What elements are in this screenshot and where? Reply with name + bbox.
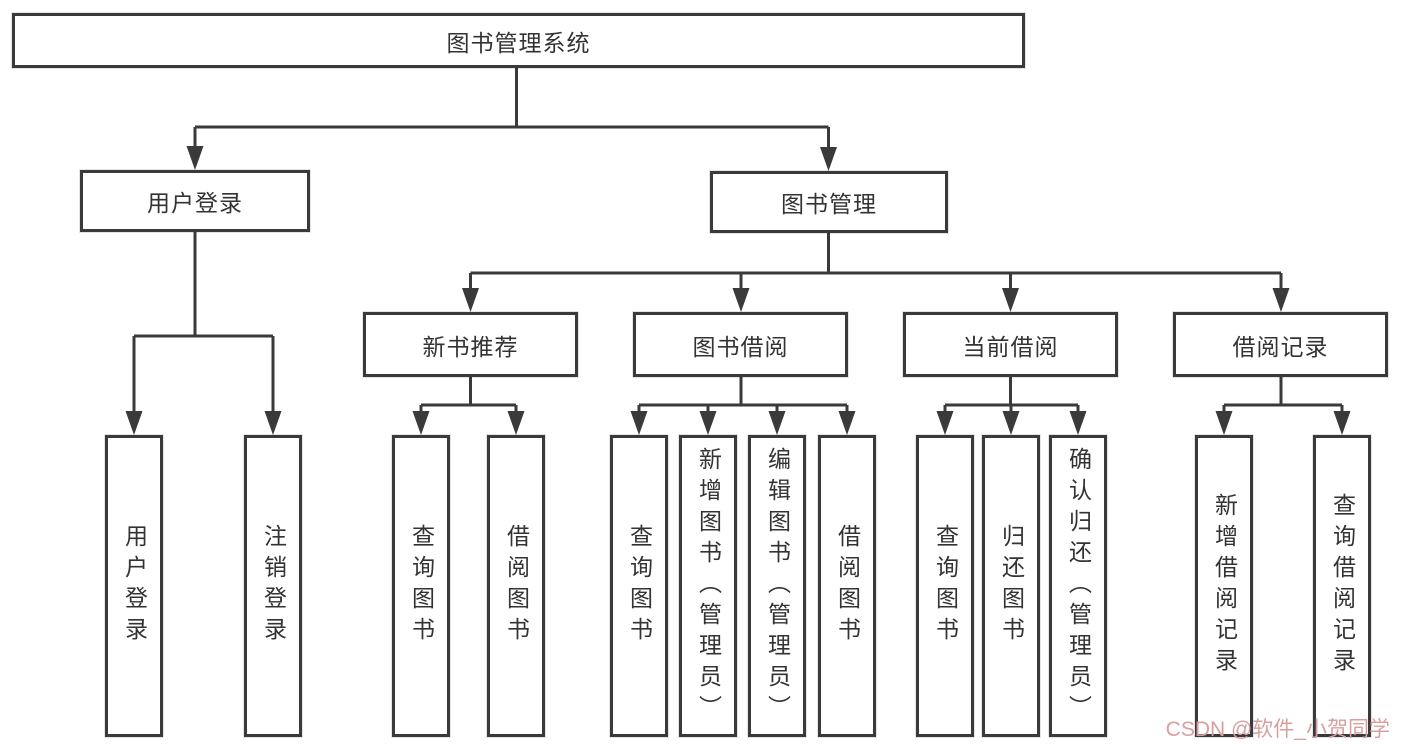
node-label: 查询借阅记录 — [1329, 493, 1356, 679]
connector-book-borrow-children — [630, 377, 856, 435]
leaf-query-borrow-record: 查询借阅记录 — [1313, 435, 1371, 737]
node-label: 新增借阅记录 — [1211, 493, 1238, 679]
leaf-query-books-recommend: 查询图书 — [392, 435, 450, 737]
connector-borrow-records-children — [1215, 377, 1351, 435]
leaf-logout: 注销登录 — [244, 435, 302, 737]
connector-root-to-level2 — [186, 68, 837, 171]
connector-user-login-children — [125, 232, 282, 435]
leaf-query-books-borrow: 查询图书 — [610, 435, 668, 737]
node-label: 归还图书 — [998, 524, 1025, 648]
node-label: 编辑图书（管理员） — [764, 446, 791, 726]
leaf-add-borrow-record: 新增借阅记录 — [1195, 435, 1253, 737]
node-library-system: 图书管理系统 — [12, 13, 1025, 68]
node-label: 查询图书 — [408, 524, 435, 648]
node-book-management: 图书管理 — [710, 171, 948, 233]
leaf-add-book-admin: 新增图书（管理员） — [679, 435, 737, 737]
connector-book-management-children — [462, 233, 1290, 312]
connector-current-borrow-children — [936, 377, 1087, 435]
node-label: 借阅记录 — [1232, 333, 1329, 360]
node-label: 借阅图书 — [503, 524, 530, 648]
node-label: 新增图书（管理员） — [695, 446, 722, 726]
node-label: 确认归还（管理员） — [1065, 446, 1092, 726]
leaf-query-books-current: 查询图书 — [916, 435, 974, 737]
node-user-login: 用户登录 — [80, 170, 310, 232]
watermark: CSDN @软件_小贺同学 — [1165, 718, 1390, 741]
node-label: 图书管理 — [781, 191, 877, 217]
node-label: 查询图书 — [626, 524, 653, 648]
leaf-borrow-books: 借阅图书 — [818, 435, 876, 737]
node-label: 借阅图书 — [834, 524, 861, 648]
leaf-edit-book-admin: 编辑图书（管理员） — [748, 435, 806, 737]
leaf-borrow-books-recommend: 借阅图书 — [487, 435, 545, 737]
node-label: 注销登录 — [260, 524, 287, 648]
leaf-return-book: 归还图书 — [982, 435, 1040, 737]
node-borrow-records: 借阅记录 — [1173, 312, 1388, 377]
node-label: 新书推荐 — [422, 333, 519, 360]
node-current-borrow: 当前借阅 — [903, 312, 1118, 377]
node-book-borrow: 图书借阅 — [633, 312, 848, 377]
node-label: 用户登录 — [147, 190, 243, 216]
node-label: 查询图书 — [932, 524, 959, 648]
node-label: 当前借阅 — [962, 333, 1059, 360]
node-label: 图书借阅 — [692, 333, 789, 360]
leaf-confirm-return-admin: 确认归还（管理员） — [1049, 435, 1107, 737]
node-new-book-recommend: 新书推荐 — [363, 312, 578, 377]
connector-new-book-children — [412, 377, 525, 435]
node-label: 用户登录 — [121, 524, 148, 648]
node-label: 图书管理系统 — [446, 29, 591, 56]
leaf-user-login: 用户登录 — [105, 435, 163, 737]
